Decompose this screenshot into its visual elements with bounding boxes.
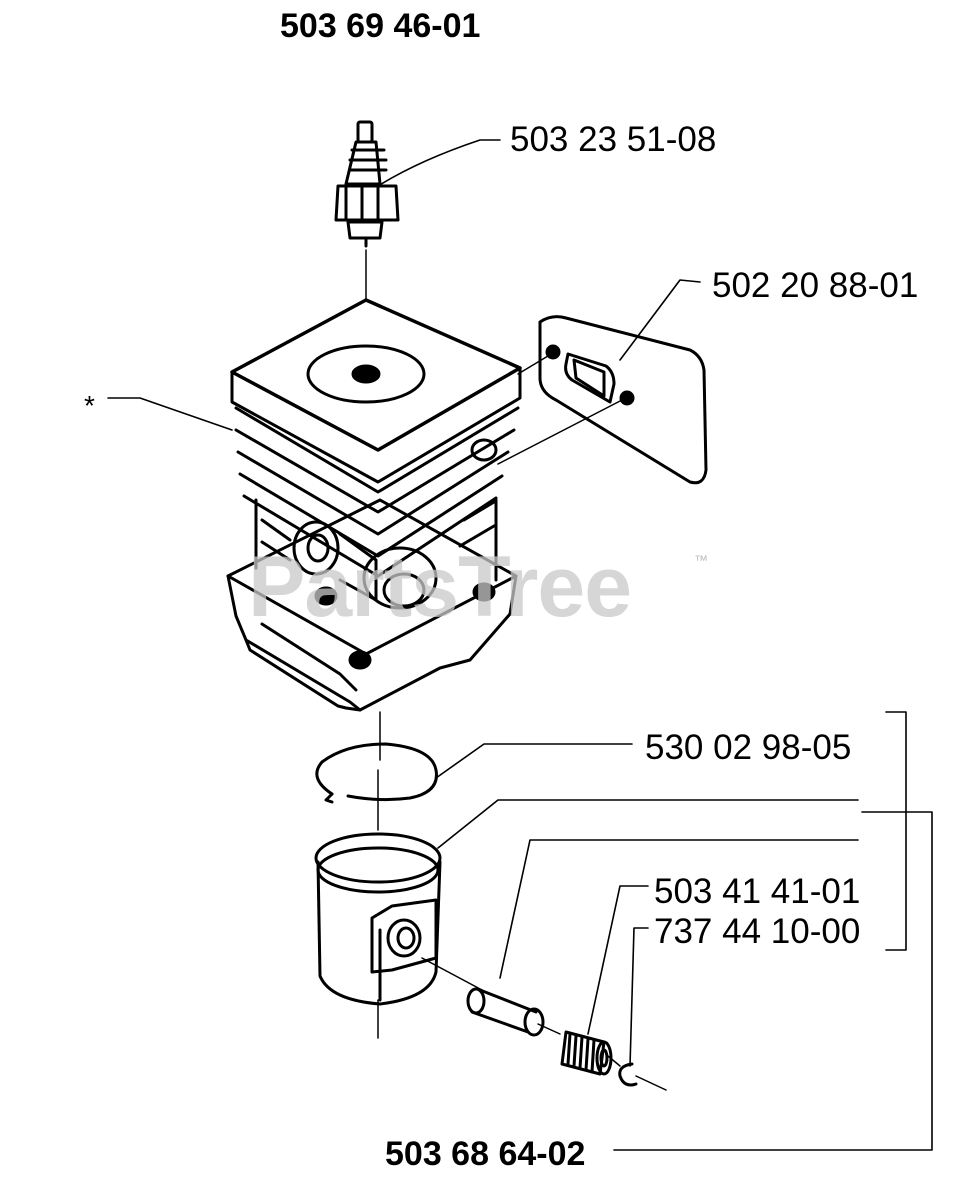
spark-plug-label[interactable]: 503 23 51-08 (510, 120, 717, 159)
needle-bearing-label[interactable]: 503 41 41-01 (654, 872, 861, 911)
gasket-part (538, 315, 708, 485)
piston-part (314, 832, 442, 1006)
circlip-part (618, 1062, 667, 1091)
assembly-number-label[interactable]: 503 69 46-01 (280, 7, 481, 45)
spark-plug-part (334, 120, 400, 248)
leader-lines (107, 139, 933, 1151)
watermark-logo: PartsTree (248, 539, 632, 635)
gasket-label[interactable]: 502 20 88-01 (712, 266, 919, 305)
cylinder-marker-label: * (84, 390, 95, 421)
cylinder-part (226, 298, 522, 712)
needle-bearing-part (560, 1030, 613, 1076)
circlip-label[interactable]: 737 44 10-00 (654, 912, 861, 951)
trademark-symbol: ™ (694, 552, 708, 568)
gudgeon-pin-part (466, 987, 545, 1037)
piston-ring-label[interactable]: 530 02 98-05 (645, 728, 852, 767)
piston-ring-part (315, 742, 438, 804)
piston-kit-label[interactable]: 503 68 64-02 (385, 1135, 586, 1173)
